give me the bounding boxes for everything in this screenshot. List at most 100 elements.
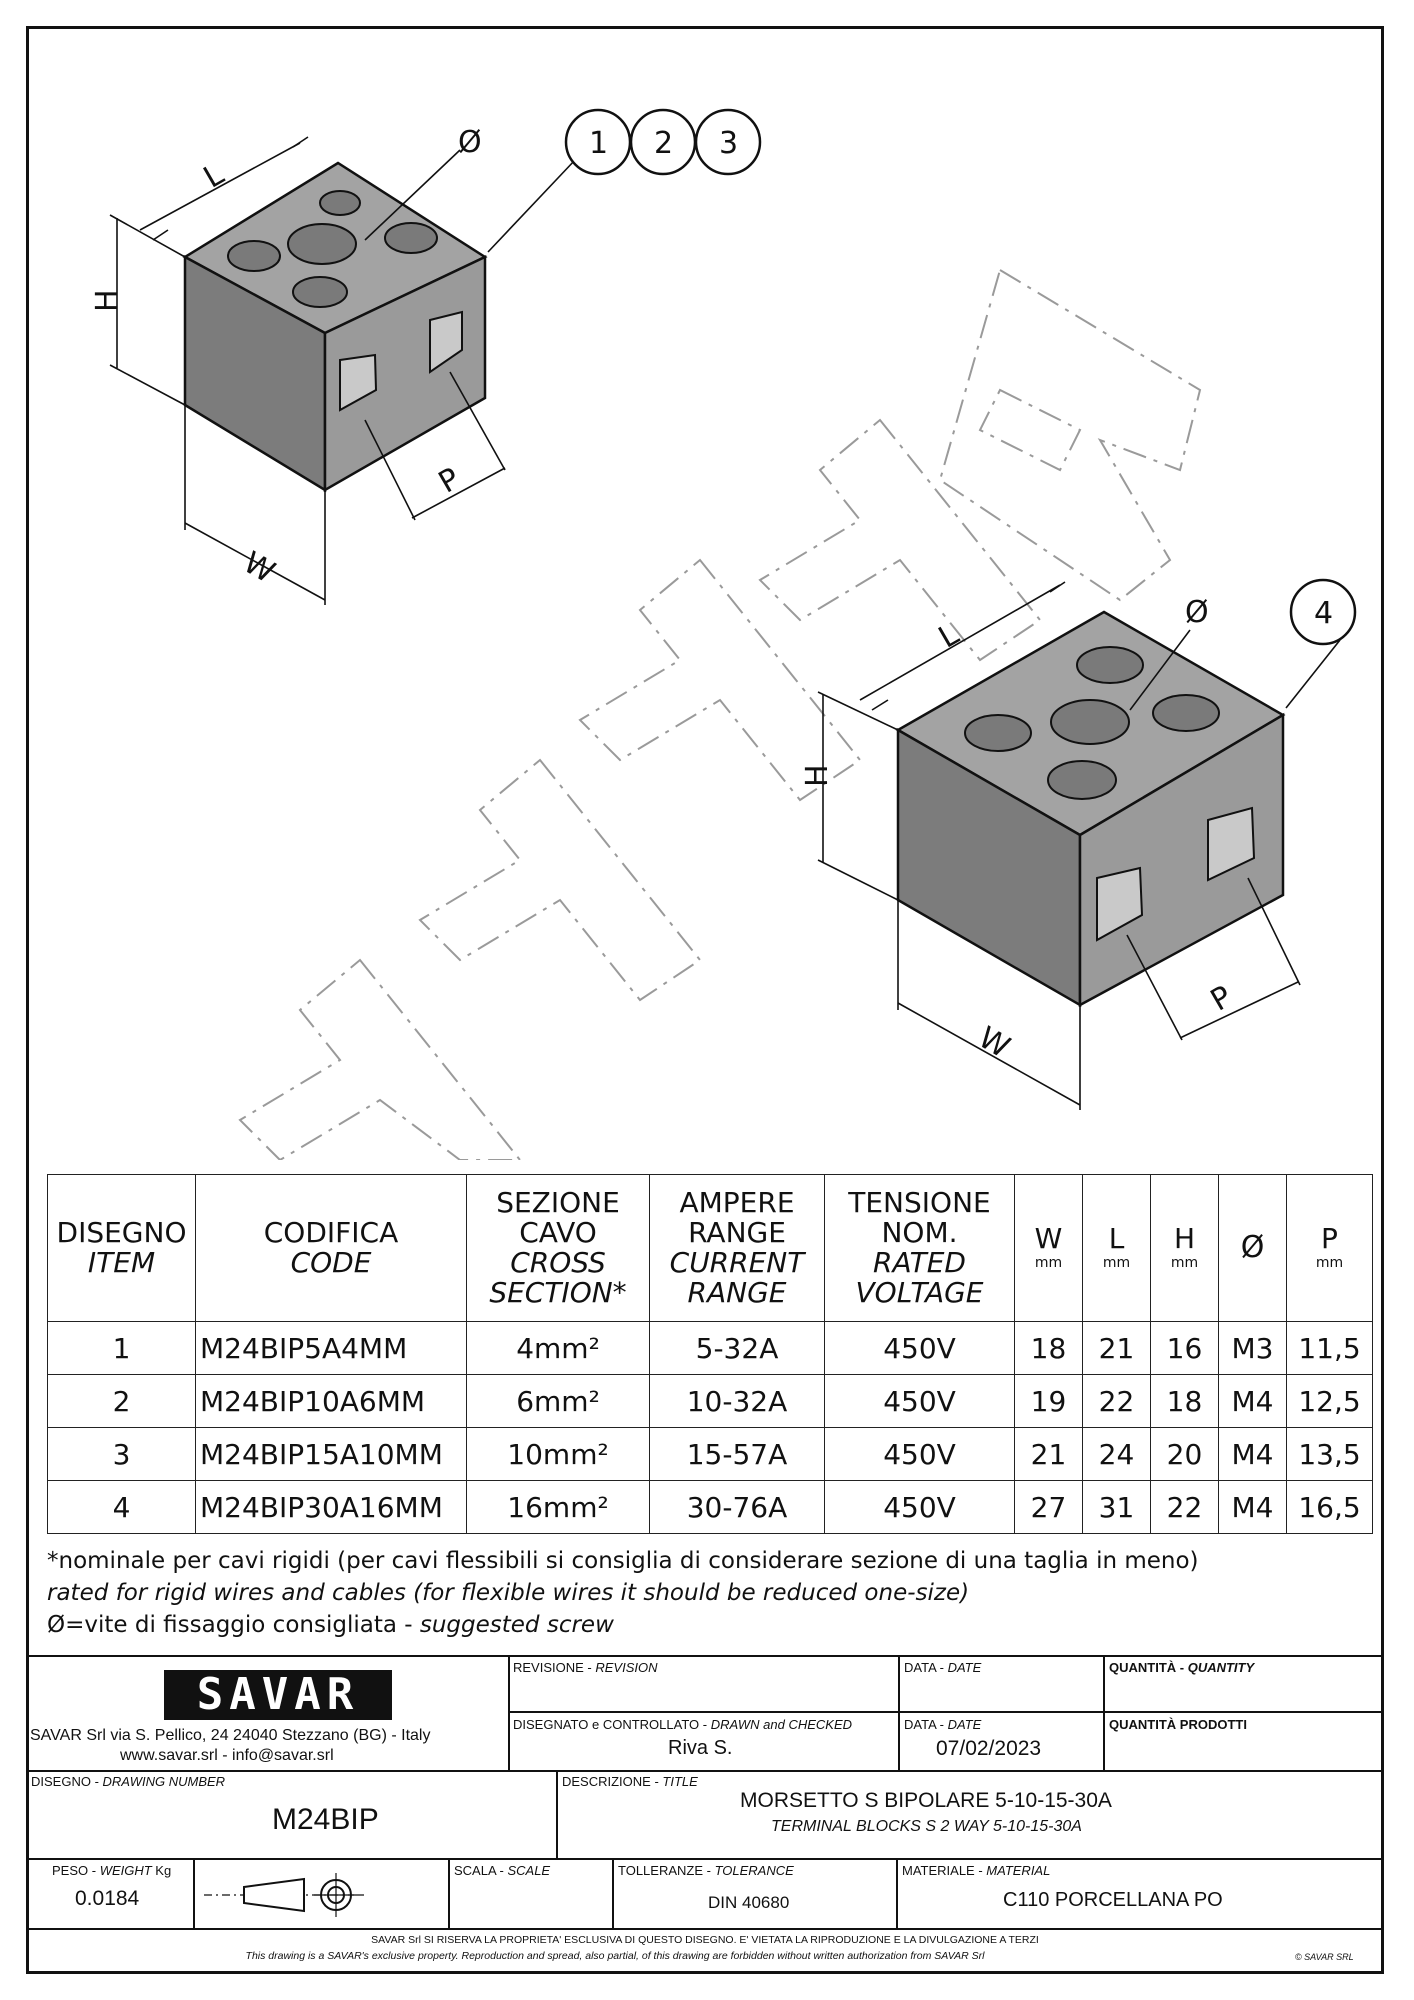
notes: *nominale per cavi rigidi (per cavi fles… xyxy=(47,1545,1367,1641)
svg-text:H: H xyxy=(90,289,125,312)
cell-w: 21 xyxy=(1014,1427,1083,1481)
table-row: 2 M24BIP10A6MM 6mm² 10-32A 450V 19 22 18… xyxy=(47,1374,1373,1428)
callouts-top: 1 2 3 xyxy=(564,108,762,176)
sheet-frame xyxy=(26,26,1384,1974)
cell-section: 4mm² xyxy=(466,1321,650,1375)
svg-text:L: L xyxy=(198,157,230,196)
cell-voltage: 450V xyxy=(824,1480,1015,1534)
cell-p: 13,5 xyxy=(1286,1427,1373,1481)
cell-h: 18 xyxy=(1150,1374,1219,1428)
table-row: 3 M24BIP15A10MM 10mm² 15-57A 450V 21 24 … xyxy=(47,1427,1373,1481)
title-label: DESCRIZIONE - TITLE xyxy=(562,1774,698,1789)
cell-w: 18 xyxy=(1014,1321,1083,1375)
cell-h: 16 xyxy=(1150,1321,1219,1375)
cell-code: M24BIP10A6MM xyxy=(195,1374,467,1428)
callout-1: 1 xyxy=(589,126,608,161)
title-it-value: MORSETTO S BIPOLARE 5-10-15-30A xyxy=(740,1789,1112,1812)
note-rigid-it: *nominale per cavi rigidi (per cavi fles… xyxy=(47,1548,1199,1574)
tolerance-label: TOLLERANZE - TOLERANCE xyxy=(618,1863,794,1878)
svg-text:P: P xyxy=(433,461,466,500)
date-value: 07/02/2023 xyxy=(936,1737,1042,1760)
cell-p: 16,5 xyxy=(1286,1480,1373,1534)
cell-l: 22 xyxy=(1082,1374,1151,1428)
company-address: SAVAR Srl via S. Pellico, 24 24040 Stezz… xyxy=(30,1727,431,1744)
copyright: © SAVAR SRL xyxy=(1295,1952,1354,1962)
date-label-2: DATA - DATE xyxy=(904,1717,982,1732)
drawn-checked-label: DISEGNATO e CONTROLLATO - DRAWN and CHEC… xyxy=(513,1717,853,1732)
block-large-right-face xyxy=(1078,712,1285,1008)
scale-label: SCALA - SCALE xyxy=(454,1863,551,1878)
cell-item: 4 xyxy=(47,1480,196,1534)
cell-section: 6mm² xyxy=(466,1374,650,1428)
cell-l: 31 xyxy=(1082,1480,1151,1534)
cell-w: 19 xyxy=(1014,1374,1083,1428)
quantity-products-label: QUANTITÀ PRODOTTI xyxy=(1109,1717,1247,1732)
svg-text:H: H xyxy=(800,764,835,787)
note-screw: Ø=vite di fissaggio consigliata - sugges… xyxy=(47,1612,614,1638)
cell-item: 3 xyxy=(47,1427,196,1481)
cell-voltage: 450V xyxy=(824,1374,1015,1428)
cell-item: 1 xyxy=(47,1321,196,1375)
cell-code: M24BIP30A16MM xyxy=(195,1480,467,1534)
drawing-number-value: M24BIP xyxy=(272,1803,379,1836)
revision-label: REVISIONE - REVISION xyxy=(513,1660,658,1675)
savar-logo: SAVAR xyxy=(164,1670,392,1720)
cell-voltage: 450V xyxy=(824,1427,1015,1481)
date-label: DATA - DATE xyxy=(904,1660,982,1675)
cell-range: 30-76A xyxy=(649,1480,825,1534)
cell-w: 27 xyxy=(1014,1480,1083,1534)
weight-value: 0.0184 xyxy=(75,1887,140,1910)
cell-diameter: M4 xyxy=(1218,1427,1287,1481)
technical-drawing: L H W P Ø 1 2 3 xyxy=(90,108,1357,1160)
block-large-drawing: L H W P Ø 4 xyxy=(800,578,1357,1110)
material-value: C110 PORCELLANA PO xyxy=(1003,1889,1223,1911)
svg-text:W: W xyxy=(972,1020,1015,1065)
footer-notice-en: This drawing is a SAVAR's exclusive prop… xyxy=(245,1950,985,1962)
footer-notice-it: SAVAR Srl SI RISERVA LA PROPRIETA' ESCLU… xyxy=(371,1934,1039,1946)
title-en-value: TERMINAL BLOCKS S 2 WAY 5-10-15-30A xyxy=(771,1818,1082,1835)
block-small-drawing: L H W P Ø 1 2 3 xyxy=(90,108,762,605)
table-row: 1 M24BIP5A4MM 4mm² 5-32A 450V 18 21 16 M… xyxy=(47,1321,1373,1375)
quantity-label: QUANTITÀ - QUANTITY xyxy=(1109,1660,1255,1675)
drawn-by-value: Riva S. xyxy=(668,1737,733,1759)
cell-p: 12,5 xyxy=(1286,1374,1373,1428)
title-block: SAVAR SAVAR Srl via S. Pellico, 24 24040… xyxy=(28,1655,1382,1972)
weight-label: PESO - WEIGHT Kg xyxy=(52,1863,172,1878)
cell-code: M24BIP5A4MM xyxy=(195,1321,467,1375)
table-row: 4 M24BIP30A16MM 16mm² 30-76A 450V 27 31 … xyxy=(47,1480,1373,1534)
savar-watermark xyxy=(238,268,1202,1160)
cell-range: 5-32A xyxy=(649,1321,825,1375)
cell-range: 10-32A xyxy=(649,1374,825,1428)
tolerance-value: DIN 40680 xyxy=(708,1893,790,1912)
cell-p: 11,5 xyxy=(1286,1321,1373,1375)
company-contacts: www.savar.srl - info@savar.srl xyxy=(120,1747,334,1764)
callout-4: 4 xyxy=(1314,596,1333,631)
cell-diameter: M4 xyxy=(1218,1374,1287,1428)
cell-range: 15-57A xyxy=(649,1427,825,1481)
diameter-label-small: Ø xyxy=(458,125,482,160)
cell-diameter: M3 xyxy=(1218,1321,1287,1375)
callout-3: 3 xyxy=(719,126,738,161)
cell-item: 2 xyxy=(47,1374,196,1428)
cell-diameter: M4 xyxy=(1218,1480,1287,1534)
cell-l: 21 xyxy=(1082,1321,1151,1375)
cell-section: 16mm² xyxy=(466,1480,650,1534)
header-diameter: Ø xyxy=(1218,1174,1287,1322)
cell-section: 10mm² xyxy=(466,1427,650,1481)
cell-l: 24 xyxy=(1082,1427,1151,1481)
svg-text:W: W xyxy=(237,545,280,590)
cell-h: 22 xyxy=(1150,1480,1219,1534)
cell-h: 20 xyxy=(1150,1427,1219,1481)
callout-2: 2 xyxy=(654,126,673,161)
